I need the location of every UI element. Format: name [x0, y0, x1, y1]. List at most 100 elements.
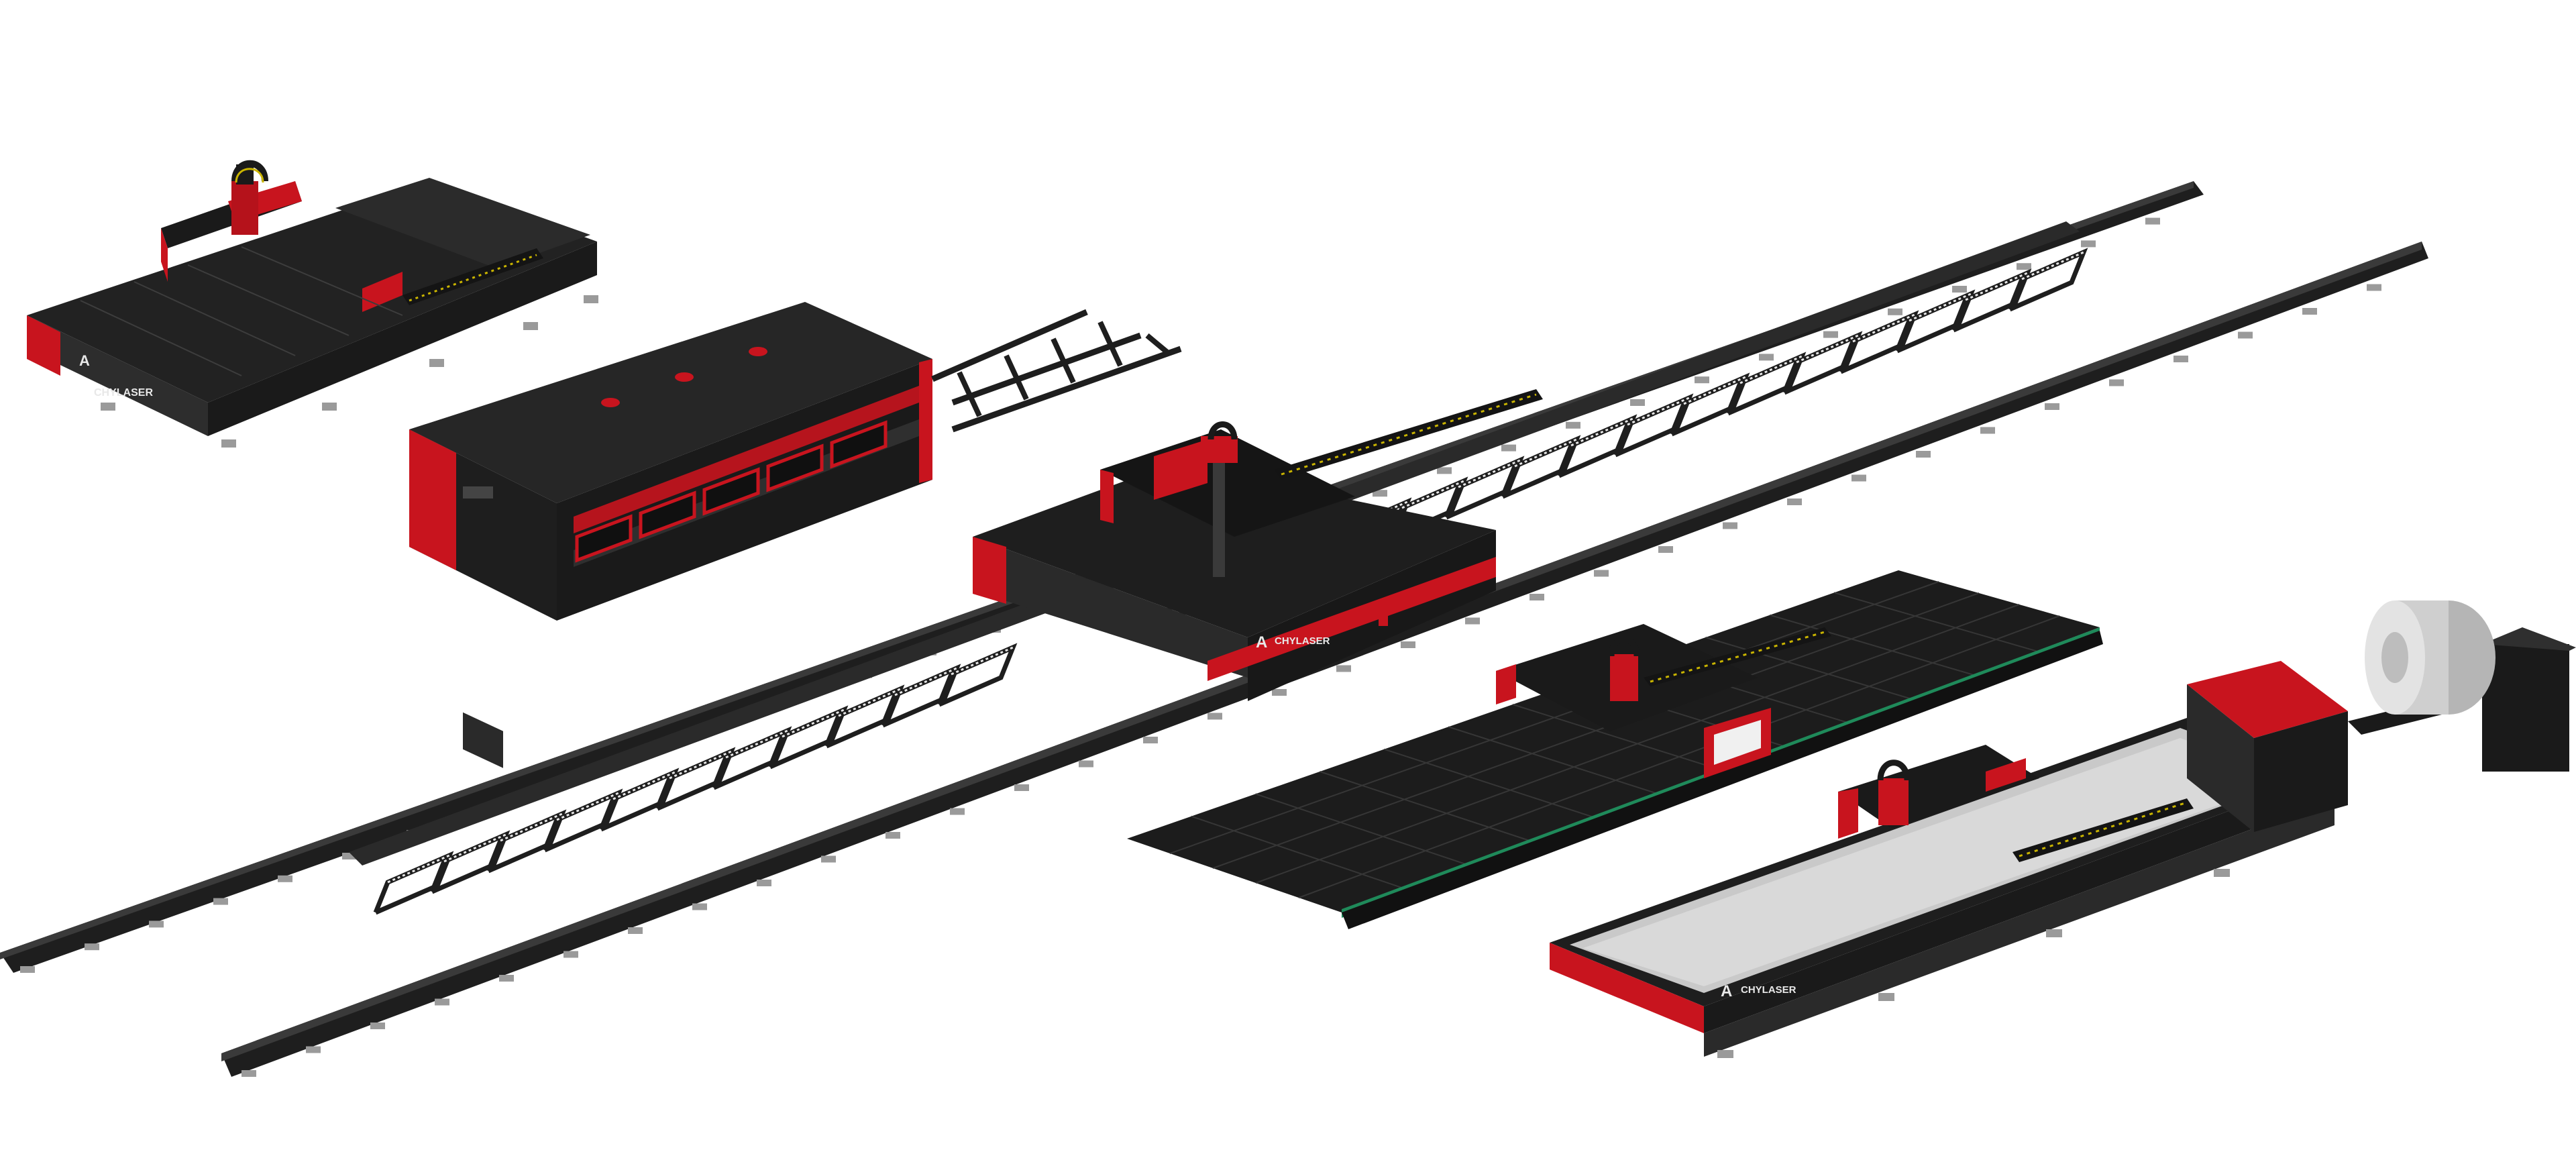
rail-foot [1658, 546, 1673, 553]
rail-foot [885, 832, 900, 839]
rack-roller [1739, 355, 1803, 384]
rack-roller [1683, 376, 1746, 405]
rail-foot [2017, 263, 2031, 270]
rack-roller [1514, 438, 1577, 468]
bed-grid-line [1298, 615, 2060, 898]
gantry-tube-laser-line: A CHYLASER [349, 221, 2080, 866]
rail-foot [1014, 784, 1029, 791]
rail-foot [2109, 379, 2124, 386]
rail-foot [1501, 444, 1516, 452]
rack-roller [838, 688, 901, 717]
rail-foot [2045, 403, 2059, 410]
rail-foot [2238, 331, 2253, 339]
chylaser-logo: A CHYLASER [79, 352, 153, 399]
support-rack [1613, 393, 1694, 458]
rack-roller [894, 667, 957, 696]
rail-foot [1695, 376, 1709, 384]
rail-foot [342, 853, 357, 859]
coil-fed-laser-cutter: A CHYLASER [1550, 600, 2576, 1058]
support-rack [1951, 268, 2032, 333]
bed-grid-line [1512, 704, 1721, 771]
support-rack [880, 664, 961, 728]
rail-foot [85, 943, 99, 951]
support-rack [936, 643, 1018, 707]
svg-text:A: A [79, 352, 90, 369]
support-rack [486, 809, 567, 874]
svg-text:A: A [1256, 633, 1267, 651]
rack-roller [2021, 251, 2084, 280]
rail-foot [1208, 713, 1222, 720]
support-rack [1500, 435, 1581, 499]
rail-foot [1401, 641, 1415, 648]
bed-grid-line [1448, 726, 1658, 794]
bed-grid-line [1255, 793, 1468, 866]
rail-foot [1566, 421, 1580, 429]
rail-foot [950, 808, 965, 815]
bed-grid-line [1770, 614, 1974, 676]
support-rack [429, 830, 511, 894]
rail-foot [1272, 689, 1287, 696]
rail-foot [628, 927, 643, 934]
rail-foot [1759, 354, 1774, 361]
rack-roller [1909, 293, 1972, 322]
support-rack [1894, 289, 1976, 354]
bed-grid-line [1169, 581, 1939, 854]
rail-foot [1465, 617, 1480, 625]
rail-foot [370, 1022, 385, 1029]
chylaser-logo: A CHYLASER [1721, 982, 1796, 1000]
rail-foot [213, 898, 228, 905]
rack-roller [1965, 272, 2028, 301]
tube-support-racks [373, 248, 2088, 915]
rack-roller [1852, 313, 1915, 343]
rack-roller [1796, 334, 1859, 364]
rail-foot [1823, 331, 1838, 338]
bed-grid-line [1384, 748, 1595, 819]
rail-foot [1630, 399, 1645, 406]
support-rack [1444, 456, 1525, 520]
rack-roller [1401, 480, 1464, 509]
rail-foot [1529, 594, 1544, 600]
open-flatbed-laser-machine: A CHYLASER [27, 160, 598, 448]
rack-roller [500, 812, 563, 842]
rail-foot [1437, 467, 1452, 474]
rail-foot [2081, 240, 2096, 248]
support-rack [2007, 248, 2088, 312]
svg-text:CHYLASER: CHYLASER [1275, 635, 1330, 647]
support-rack [373, 851, 454, 915]
bed-grid-line [1191, 815, 1405, 890]
rail-foot [821, 855, 836, 863]
rail-foot [1723, 522, 1737, 529]
bed-grid-line [1320, 771, 1532, 842]
rail-foot [1594, 570, 1609, 577]
rack-roller [1570, 417, 1633, 447]
rack-roller [387, 854, 450, 884]
rail-foot [2174, 356, 2188, 362]
bed-grid-line [1705, 637, 1911, 700]
rail-foot [1373, 490, 1387, 497]
support-rack [1838, 310, 1919, 374]
rail-foot [1079, 760, 1093, 768]
support-rack [1725, 352, 1807, 416]
rail-foot [1916, 451, 1931, 458]
support-rack [711, 726, 792, 790]
bed-grid-line [1255, 604, 2020, 884]
rail-foot [2145, 217, 2160, 225]
rail-foot [1336, 665, 1351, 672]
rail-foot [241, 1070, 256, 1077]
svg-text:A: A [1721, 982, 1732, 1000]
rail-foot [306, 1046, 321, 1053]
rack-roller [669, 750, 732, 780]
rack-roller [1627, 397, 1690, 426]
support-rack [1782, 331, 1863, 395]
svg-text:CHYLASER: CHYLASER [94, 387, 153, 399]
bed-grid-line [1212, 592, 1980, 869]
rail-foot [1143, 737, 1158, 743]
rack-roller [612, 771, 676, 800]
rack-roller [951, 646, 1014, 676]
rail-foot [149, 921, 164, 928]
support-rack [767, 705, 849, 770]
support-rack [542, 788, 623, 853]
rail-foot [20, 966, 35, 973]
rail-foot [1952, 286, 1967, 293]
